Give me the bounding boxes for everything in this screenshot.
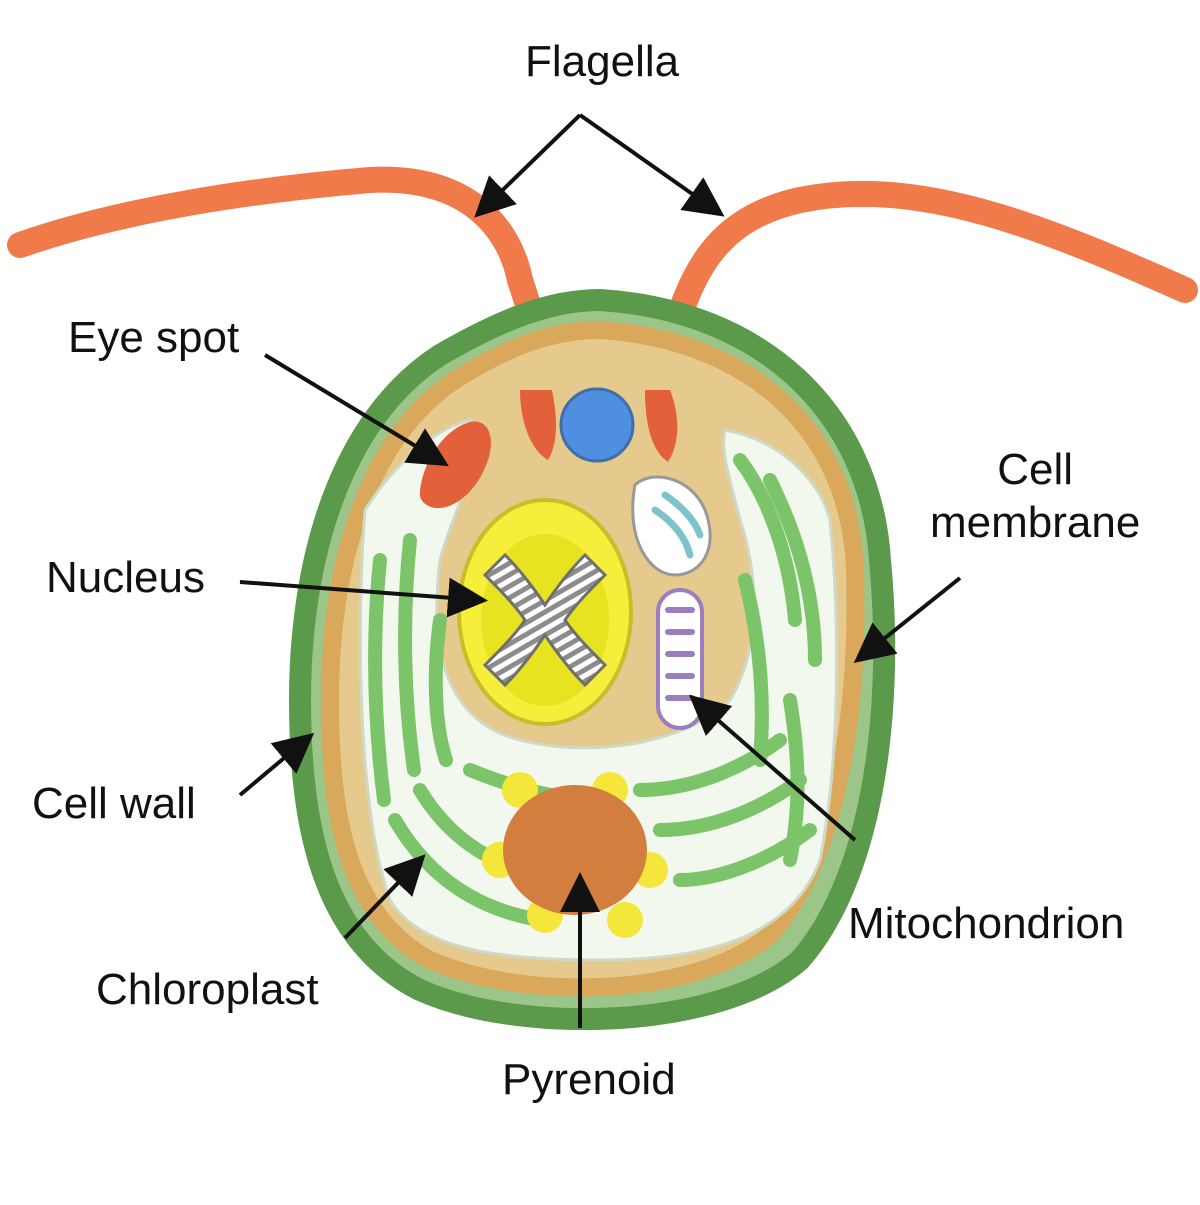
label-eye-spot: Eye spot — [68, 313, 240, 362]
label-cell-membrane-line2: membrane — [930, 497, 1141, 547]
arrow-flagella-right — [578, 113, 725, 217]
golgi-apparatus — [631, 475, 712, 577]
label-chloroplast: Chloroplast — [96, 965, 319, 1014]
label-cell-wall: Cell wall — [32, 779, 196, 828]
contractile-vacuole — [559, 387, 635, 463]
pyrenoid — [482, 772, 668, 938]
flagellum-base-left — [520, 390, 556, 460]
arrow-chloroplast — [343, 854, 426, 940]
label-nucleus: Nucleus — [46, 553, 205, 602]
arrow-cell-wall — [238, 732, 315, 797]
label-mitochondrion: Mitochondrion — [848, 899, 1125, 948]
arrow-mitochondrion — [688, 694, 857, 842]
chromosome — [482, 552, 608, 688]
label-flagella: Flagella — [525, 37, 680, 86]
flagellum-right — [657, 180, 1198, 358]
nucleus — [457, 498, 633, 726]
eye-spot — [420, 421, 491, 509]
flagellum-left — [7, 166, 553, 353]
arrow-nucleus — [239, 577, 488, 618]
label-pyrenoid: Pyrenoid — [502, 1055, 676, 1104]
label-cell-membrane-line1: Cell — [997, 445, 1074, 494]
arrow-flagella-left — [474, 113, 582, 218]
label-arrows — [238, 113, 962, 1028]
flagellum-base-right — [645, 390, 678, 462]
arrow-cell-membrane — [853, 576, 962, 663]
label-cell-membrane: Cell membrane — [930, 444, 1140, 550]
mitochondrion — [656, 588, 704, 730]
arrow-eye-spot — [263, 353, 449, 467]
